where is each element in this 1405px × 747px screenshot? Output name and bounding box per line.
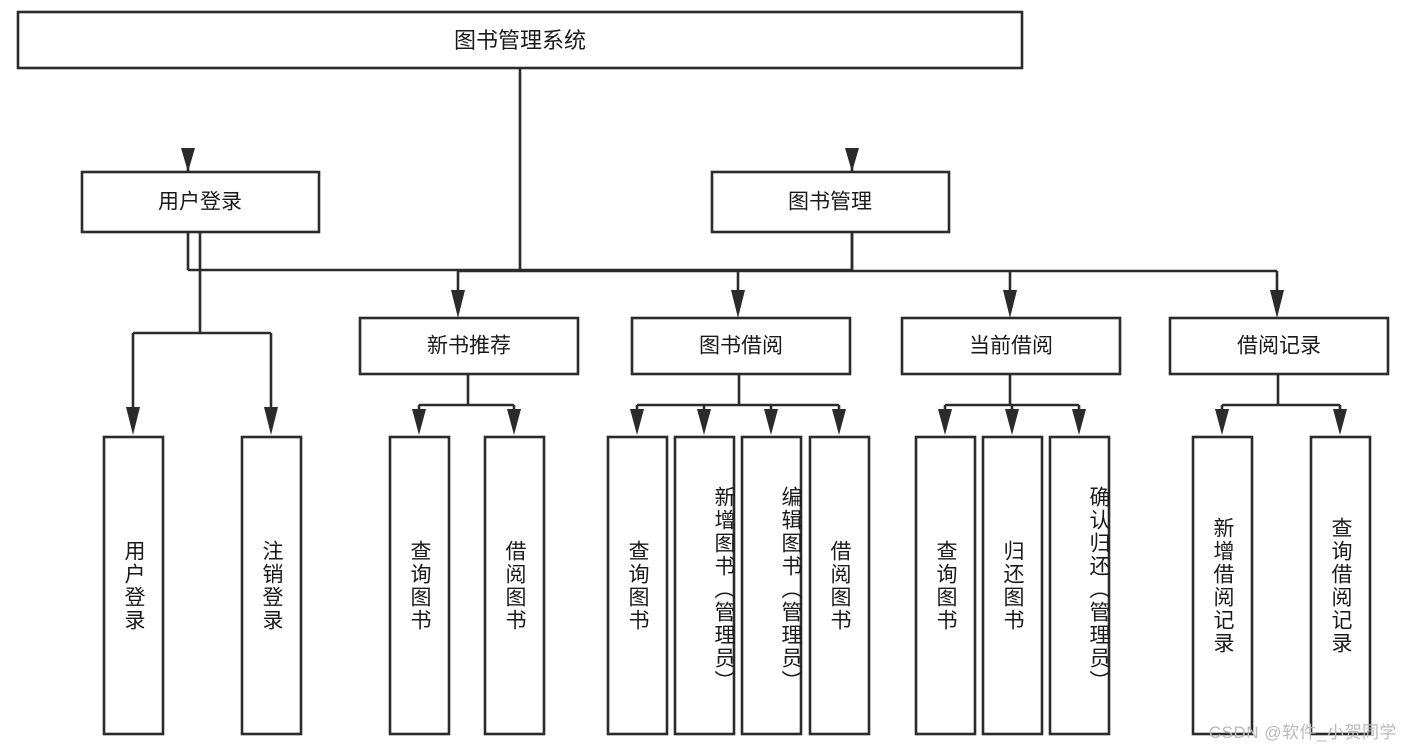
leaf-box-current-borrow-0[interactable] [914, 435, 977, 736]
connector-new-book-to-leaves [417, 374, 516, 425]
node-current-borrow-label: 当前借阅 [969, 335, 1053, 358]
leaf-box-borrow-record-0[interactable] [1191, 435, 1254, 736]
leaf-box-book-borrow-0[interactable] [606, 435, 669, 736]
leaf-box-user-login-0[interactable] [102, 435, 165, 736]
leaf-box-current-borrow-2[interactable] [1048, 435, 1111, 736]
leaf-box-current-borrow-1[interactable] [981, 435, 1044, 736]
node-new-book-recommend-label: 新书推荐 [427, 335, 511, 358]
node-book-management-label: 图书管理 [788, 191, 872, 214]
connector-level2-to-level3 [456, 232, 1279, 308]
leaf-box-new-book-1[interactable] [483, 435, 546, 736]
leaf-box-book-borrow-1[interactable] [673, 435, 736, 736]
node-user-login-label: 用户登录 [158, 191, 242, 214]
leaf-box-book-borrow-2[interactable] [740, 435, 803, 736]
node-book-management[interactable]: 图书管理 [710, 170, 951, 234]
node-root-label: 图书管理系统 [454, 28, 586, 53]
node-book-borrow-label: 图书借阅 [699, 335, 783, 358]
node-current-borrow[interactable]: 当前借阅 [900, 316, 1122, 376]
leaf-box-book-borrow-3[interactable] [808, 435, 871, 736]
leaf-box-borrow-record-1[interactable] [1309, 435, 1372, 736]
node-book-borrow[interactable]: 图书借阅 [630, 316, 852, 376]
node-new-book-recommend[interactable]: 新书推荐 [358, 316, 580, 376]
connector-book-borrow-to-leaves [635, 374, 841, 425]
node-borrow-record[interactable]: 借阅记录 [1168, 316, 1390, 376]
leaf-box-user-login-1[interactable] [240, 435, 303, 736]
node-user-login[interactable]: 用户登录 [80, 170, 321, 234]
connector-borrow-record-to-leaves [1220, 374, 1342, 425]
leaf-box-new-book-0[interactable] [388, 435, 451, 736]
connector-root-to-level2 [186, 67, 854, 272]
connector-user-login-to-leaves [131, 232, 273, 425]
node-root[interactable]: 图书管理系统 [16, 10, 1024, 70]
node-borrow-record-label: 借阅记录 [1237, 335, 1321, 358]
arrow-heads [126, 148, 1347, 435]
leaf-boxes [102, 435, 1372, 736]
csdn-watermark: CSDN @软件_小贺同学 [1208, 723, 1397, 742]
